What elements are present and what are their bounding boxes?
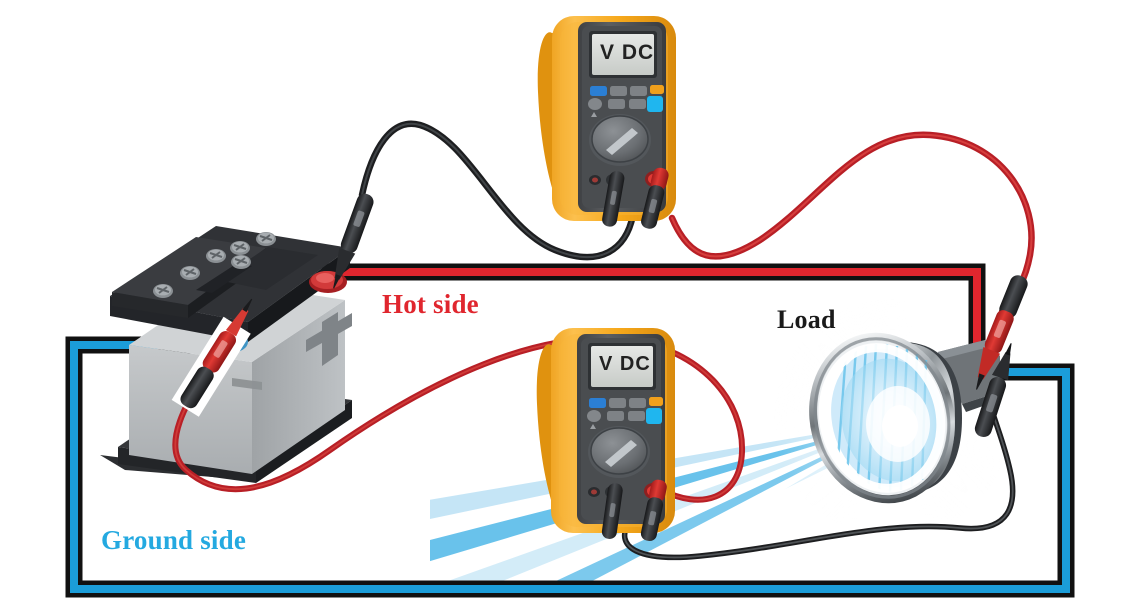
meter-top-display-text: V DC [600,41,655,64]
button-gray-3[interactable] [608,99,625,109]
button-gray-4[interactable] [628,411,645,421]
load-lamp [809,332,1000,504]
ground-side-wire [65,336,1075,598]
meter-bottom[interactable] [536,328,675,542]
button-orange[interactable] [650,85,664,94]
button-gray-4[interactable] [629,99,646,109]
meter-bottom-leads [171,298,1016,561]
button-cyan[interactable] [646,408,662,424]
button-blue[interactable] [590,86,607,96]
button-gray-3[interactable] [607,411,624,421]
button-power[interactable] [587,410,601,422]
load-label: Load [777,305,836,334]
button-orange[interactable] [649,397,663,406]
button-gray-1[interactable] [609,398,626,408]
button-power[interactable] [588,98,602,110]
meter-top[interactable] [537,16,676,230]
meter-top-leads [333,120,1035,390]
button-gray-2[interactable] [630,86,647,96]
meter-bottom-display-text: V DC [599,353,651,375]
hot-side-label: Hot side [382,289,479,319]
meter-bottom-dial[interactable] [588,426,650,478]
battery-cap-screws [153,232,276,298]
meter-bottom-buttons [587,397,663,429]
meter-top-dial[interactable] [589,114,651,166]
battery-positive-symbol [306,312,352,366]
ground-side-label: Ground side [101,525,247,555]
meter-top-buttons [588,85,664,117]
button-gray-1[interactable] [610,86,627,96]
button-gray-2[interactable] [629,398,646,408]
button-cyan[interactable] [647,96,663,112]
button-blue[interactable] [589,398,606,408]
